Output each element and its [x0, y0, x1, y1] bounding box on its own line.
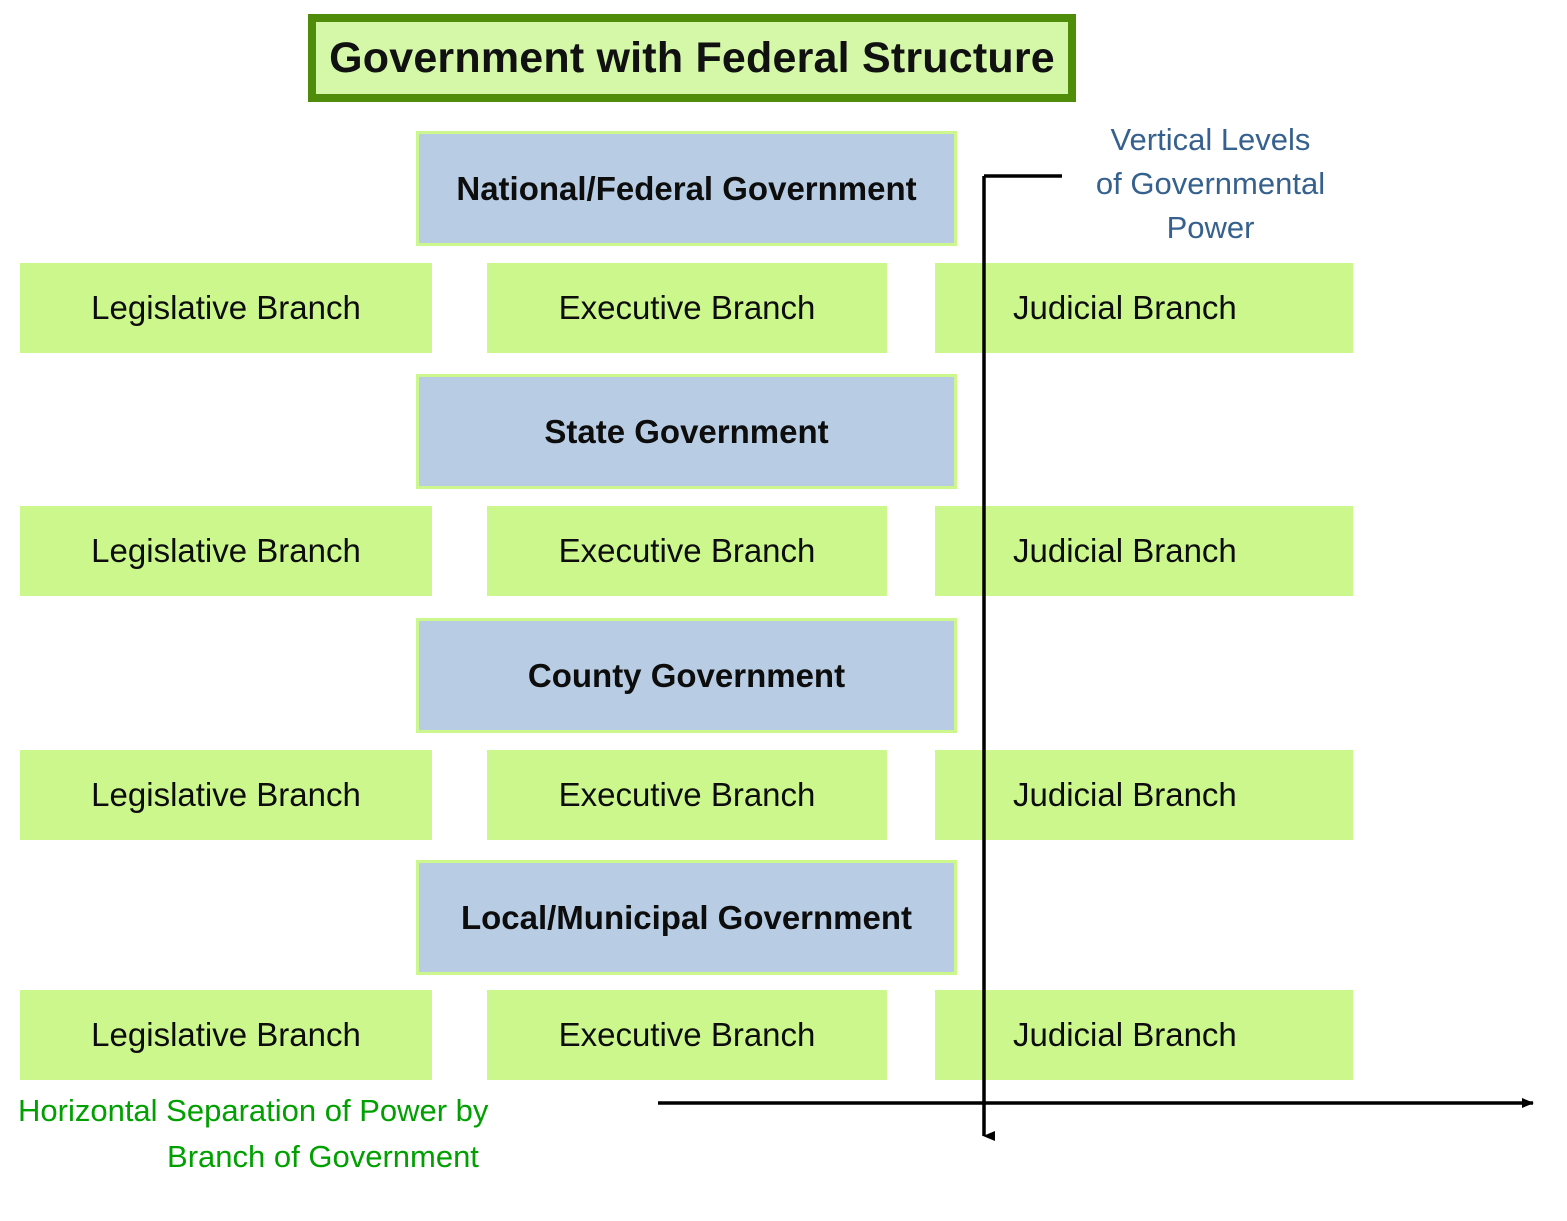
diagram-title-box: Government with Federal Structure	[308, 14, 1076, 102]
vertical-axis-label-line3: Power	[1166, 210, 1255, 246]
branch-label-executive-1: Executive Branch	[558, 289, 816, 326]
vertical-axis-label-line2: of Governmental	[1095, 166, 1326, 202]
branch-box-executive-1: Executive Branch	[487, 263, 887, 353]
branch-label-judicial-2: Judicial Branch	[1013, 532, 1237, 569]
branch-box-legislative-1: Legislative Branch	[20, 263, 432, 353]
branch-box-legislative-2: Legislative Branch	[20, 506, 432, 596]
vertical-axis-label: Vertical Levels of Governmental Power	[1058, 118, 1363, 250]
branch-box-legislative-3: Legislative Branch	[20, 750, 432, 840]
branch-box-judicial-4: Judicial Branch	[935, 990, 1353, 1080]
level-label-county: County Government	[527, 656, 846, 694]
branch-label-judicial-1: Judicial Branch	[1013, 289, 1237, 326]
vertical-axis-label-line1: Vertical Levels	[1110, 122, 1311, 157]
branch-label-judicial-3: Judicial Branch	[1013, 776, 1237, 813]
branch-box-executive-4: Executive Branch	[487, 990, 887, 1080]
branch-box-legislative-4: Legislative Branch	[20, 990, 432, 1080]
branch-label-legislative-2: Legislative Branch	[91, 532, 361, 569]
branch-label-executive-2: Executive Branch	[558, 532, 816, 569]
branch-label-executive-4: Executive Branch	[558, 1016, 816, 1053]
branch-box-executive-3: Executive Branch	[487, 750, 887, 840]
horizontal-axis-label-line2: Branch of Government	[167, 1138, 479, 1174]
branch-box-judicial-2: Judicial Branch	[935, 506, 1353, 596]
branch-label-legislative-3: Legislative Branch	[91, 776, 361, 813]
level-box-county: County Government	[416, 618, 957, 733]
level-box-local-municipal: Local/Municipal Government	[416, 860, 957, 975]
branch-box-judicial-1: Judicial Branch	[935, 263, 1353, 353]
branch-label-legislative-4: Legislative Branch	[91, 1016, 361, 1053]
level-box-national-federal: National/Federal Government	[416, 131, 957, 246]
level-label-national-federal: National/Federal Government	[456, 169, 917, 207]
branch-box-executive-2: Executive Branch	[487, 506, 887, 596]
diagram-title-text: Government with Federal Structure	[329, 33, 1055, 82]
branch-box-judicial-3: Judicial Branch	[935, 750, 1353, 840]
horizontal-axis-label-line1: Horizontal Separation of Power by	[18, 1093, 489, 1128]
branch-label-judicial-4: Judicial Branch	[1013, 1016, 1237, 1053]
branch-label-legislative-1: Legislative Branch	[91, 289, 361, 326]
level-box-state: State Government	[416, 374, 957, 489]
branch-label-executive-3: Executive Branch	[558, 776, 816, 813]
level-label-local-municipal: Local/Municipal Government	[460, 898, 913, 936]
horizontal-axis-label: Horizontal Separation of Power by Branch…	[18, 1088, 628, 1180]
level-label-state: State Government	[544, 412, 829, 450]
